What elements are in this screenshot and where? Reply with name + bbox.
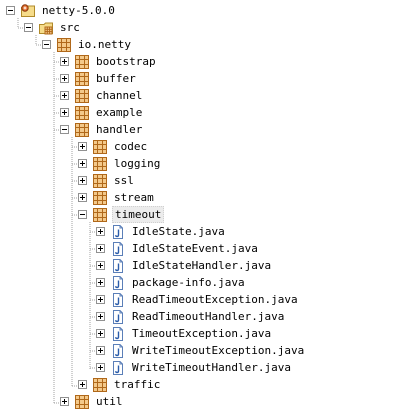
expand-toggle[interactable] <box>78 142 87 151</box>
package-label: traffic <box>114 378 161 391</box>
expand-toggle[interactable] <box>60 57 69 66</box>
tree-item-java-file[interactable]: IdleStateHandler.java <box>96 257 273 274</box>
package-label: util <box>96 395 123 408</box>
src-label: src <box>60 21 80 34</box>
java-file-icon <box>110 275 126 291</box>
package-icon <box>74 71 90 87</box>
tree-item-java-file[interactable]: IdleStateEvent.java <box>96 240 260 257</box>
tree-item-project[interactable]: netty-5.0.0 <box>6 2 117 19</box>
java-file-icon <box>110 224 126 240</box>
expand-toggle[interactable] <box>78 159 87 168</box>
tree-item-java-file[interactable]: ReadTimeoutException.java <box>96 291 300 308</box>
tree-item-java-file[interactable]: package-info.java <box>96 274 247 291</box>
java-project-icon <box>20 3 36 19</box>
java-file-icon <box>110 360 126 376</box>
tree-item-logging[interactable]: logging <box>78 155 162 172</box>
file-label: ReadTimeoutException.java <box>132 293 298 306</box>
package-icon <box>74 122 90 138</box>
package-icon <box>74 54 90 70</box>
package-label: channel <box>96 89 143 102</box>
tree-item-ssl[interactable]: ssl <box>78 172 136 189</box>
tree-item-traffic[interactable]: traffic <box>78 376 162 393</box>
expand-toggle[interactable] <box>96 329 105 338</box>
collapse-toggle[interactable] <box>60 125 69 134</box>
tree-item-java-file[interactable]: WriteTimeoutException.java <box>96 342 306 359</box>
package-icon <box>92 173 108 189</box>
tree-item-timeout[interactable]: timeout <box>78 206 165 223</box>
package-icon <box>74 105 90 121</box>
tree-item-example[interactable]: example <box>60 104 144 121</box>
expand-toggle[interactable] <box>60 74 69 83</box>
tree-item-java-file[interactable]: IdleState.java <box>96 223 227 240</box>
java-file-icon <box>110 309 126 325</box>
tree-item-java-file[interactable]: TimeoutException.java <box>96 325 273 342</box>
package-label: stream <box>114 191 154 204</box>
tree-item-java-file[interactable]: WriteTimeoutHandler.java <box>96 359 293 376</box>
package-label: buffer <box>96 72 136 85</box>
source-folder-icon <box>38 20 54 36</box>
tree-item-bootstrap[interactable]: bootstrap <box>60 53 158 70</box>
collapse-toggle[interactable] <box>42 40 51 49</box>
package-label: handler <box>96 123 143 136</box>
package-icon <box>92 190 108 206</box>
package-label: codec <box>114 140 148 153</box>
expand-toggle[interactable] <box>60 397 69 406</box>
package-label-selected: timeout <box>112 206 165 223</box>
package-label: bootstrap <box>96 55 156 68</box>
package-icon <box>92 207 108 223</box>
package-icon <box>74 88 90 104</box>
file-label: TimeoutException.java <box>132 327 272 340</box>
expand-toggle[interactable] <box>96 278 105 287</box>
expand-toggle[interactable] <box>96 227 105 236</box>
package-icon <box>74 394 90 410</box>
package-icon <box>92 139 108 155</box>
package-label: io.netty <box>78 38 131 51</box>
package-icon <box>92 156 108 172</box>
tree-item-buffer[interactable]: buffer <box>60 70 138 87</box>
tree-item-java-file[interactable]: ReadTimeoutHandler.java <box>96 308 286 325</box>
tree-item-codec[interactable]: codec <box>78 138 149 155</box>
tree-item-channel[interactable]: channel <box>60 87 144 104</box>
package-icon <box>92 377 108 393</box>
tree-item-handler[interactable]: handler <box>60 121 144 138</box>
tree-item-io-netty[interactable]: io.netty <box>42 36 133 53</box>
expand-toggle[interactable] <box>60 108 69 117</box>
java-file-icon <box>110 241 126 257</box>
java-file-icon <box>110 292 126 308</box>
package-icon <box>56 37 72 53</box>
file-label: package-info.java <box>132 276 245 289</box>
expand-toggle[interactable] <box>96 363 105 372</box>
collapse-toggle[interactable] <box>24 23 33 32</box>
project-label: netty-5.0.0 <box>42 4 115 17</box>
package-label: ssl <box>114 174 134 187</box>
java-file-icon <box>110 326 126 342</box>
file-label: WriteTimeoutHandler.java <box>132 361 291 374</box>
expand-toggle[interactable] <box>96 261 105 270</box>
tree-item-util[interactable]: util <box>60 393 125 410</box>
file-label: WriteTimeoutException.java <box>132 344 305 357</box>
expand-toggle[interactable] <box>96 244 105 253</box>
expand-toggle[interactable] <box>96 295 105 304</box>
tree-item-src[interactable]: src <box>24 19 82 36</box>
expand-toggle[interactable] <box>78 176 87 185</box>
package-label: logging <box>114 157 161 170</box>
expand-toggle[interactable] <box>78 193 87 202</box>
expand-toggle[interactable] <box>60 91 69 100</box>
expand-toggle[interactable] <box>96 346 105 355</box>
java-file-icon <box>110 258 126 274</box>
file-label: IdleState.java <box>132 225 225 238</box>
file-label: IdleStateEvent.java <box>132 242 258 255</box>
file-label: ReadTimeoutHandler.java <box>132 310 285 323</box>
expand-toggle[interactable] <box>96 312 105 321</box>
tree-item-stream[interactable]: stream <box>78 189 156 206</box>
expand-toggle[interactable] <box>78 380 87 389</box>
package-label: example <box>96 106 143 119</box>
collapse-toggle[interactable] <box>78 210 87 219</box>
file-label: IdleStateHandler.java <box>132 259 272 272</box>
java-file-icon <box>110 343 126 359</box>
collapse-toggle[interactable] <box>6 6 15 15</box>
